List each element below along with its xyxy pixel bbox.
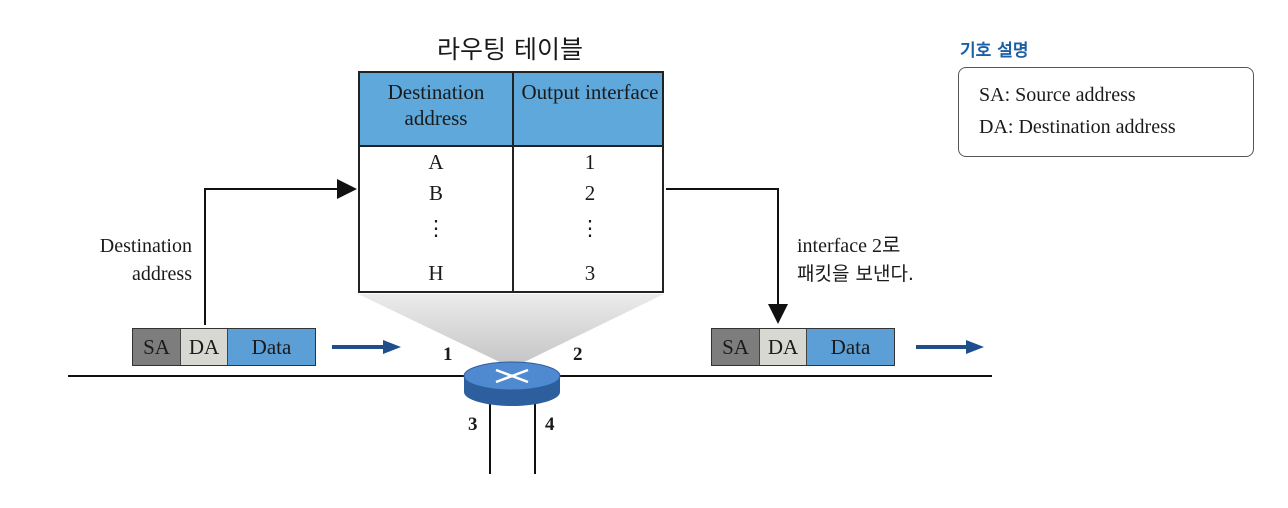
header-destination-address: Destination address <box>387 80 485 130</box>
packet-sa-field: SA <box>133 329 180 365</box>
table-cell-output: ⋮ <box>579 216 601 240</box>
packet-da-field: DA <box>759 329 807 365</box>
port-label-1: 1 <box>443 344 453 365</box>
table-zoom-fan <box>358 294 664 368</box>
routing-table-header <box>360 73 662 147</box>
table-cell-destination: H <box>428 261 444 285</box>
routing-table: Destination address Output interface A 1… <box>358 71 664 293</box>
legend-box: SA: Source address DA: Destination addre… <box>958 67 1254 157</box>
table-cell-destination: B <box>428 181 443 205</box>
incoming-direction-arrow <box>332 340 401 354</box>
legend-item-sa: SA: Source address <box>979 84 1136 106</box>
routing-table-title: 라우팅 테이블 <box>437 35 583 64</box>
packet-sa-field: SA <box>712 329 759 365</box>
incoming-packet: SA DA Data <box>132 328 316 366</box>
outgoing-packet: SA DA Data <box>711 328 895 366</box>
table-cell-output: 1 <box>584 150 596 174</box>
header-output-interface: Output interface <box>521 80 659 104</box>
outgoing-direction-arrow <box>916 340 984 354</box>
packet-data-field: Data <box>807 329 894 365</box>
table-cell-destination: ⋮ <box>425 216 447 240</box>
output-arrow <box>666 188 788 324</box>
destination-address-label: Destination address <box>99 235 192 285</box>
port-label-3: 3 <box>468 414 478 435</box>
send-note: interface 2로 패킷을 보낸다. <box>797 235 914 285</box>
port-label-4: 4 <box>545 414 555 435</box>
legend-item-da: DA: Destination address <box>979 116 1176 138</box>
packet-da-field: DA <box>180 329 228 365</box>
router-icon <box>463 361 561 406</box>
lookup-arrow <box>204 179 357 325</box>
table-cell-output: 3 <box>584 261 596 285</box>
table-cell-destination: A <box>428 150 444 174</box>
port-label-2: 2 <box>573 344 583 365</box>
packet-data-field: Data <box>228 329 315 365</box>
table-cell-output: 2 <box>584 181 596 205</box>
legend-title: 기호 설명 <box>960 41 1029 61</box>
